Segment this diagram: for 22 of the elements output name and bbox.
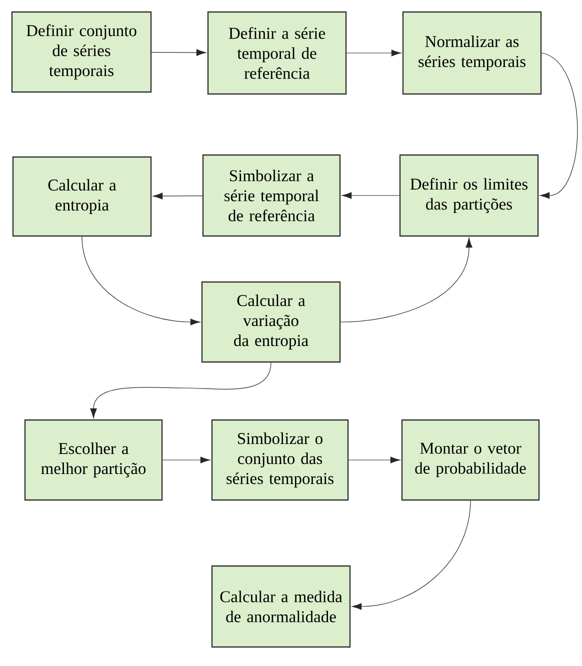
process-box: Definir os limites das partições	[399, 154, 539, 237]
arrow	[152, 192, 203, 200]
arrow	[352, 500, 471, 610]
arrow	[90, 362, 272, 418]
process-box: Simbolizar o conjunto das séries temporais	[211, 419, 349, 501]
arrow	[82, 236, 200, 326]
arrow	[162, 456, 210, 464]
arrow	[340, 238, 472, 322]
process-box: Simbolizar a série temporal de referência	[202, 154, 341, 237]
process-box: Calcular a entropia	[12, 156, 152, 237]
arrow	[540, 52, 578, 199]
process-box: Normalizar as séries temporais	[402, 11, 542, 95]
arrow	[346, 50, 402, 56]
process-box: Calcular a variação da entropia	[201, 281, 341, 363]
process-box: Montar o vetor de probabilidade	[401, 419, 540, 501]
arrow	[342, 192, 400, 199]
process-box: Definir a série temporal de referência	[207, 11, 347, 95]
arrow	[348, 456, 400, 464]
process-box: Escolher a melhor partição	[24, 419, 163, 501]
process-box: Calcular a medida de anormalidade	[211, 565, 351, 648]
arrow	[151, 49, 206, 56]
process-box: Definir conjunto de séries temporais	[11, 11, 152, 93]
